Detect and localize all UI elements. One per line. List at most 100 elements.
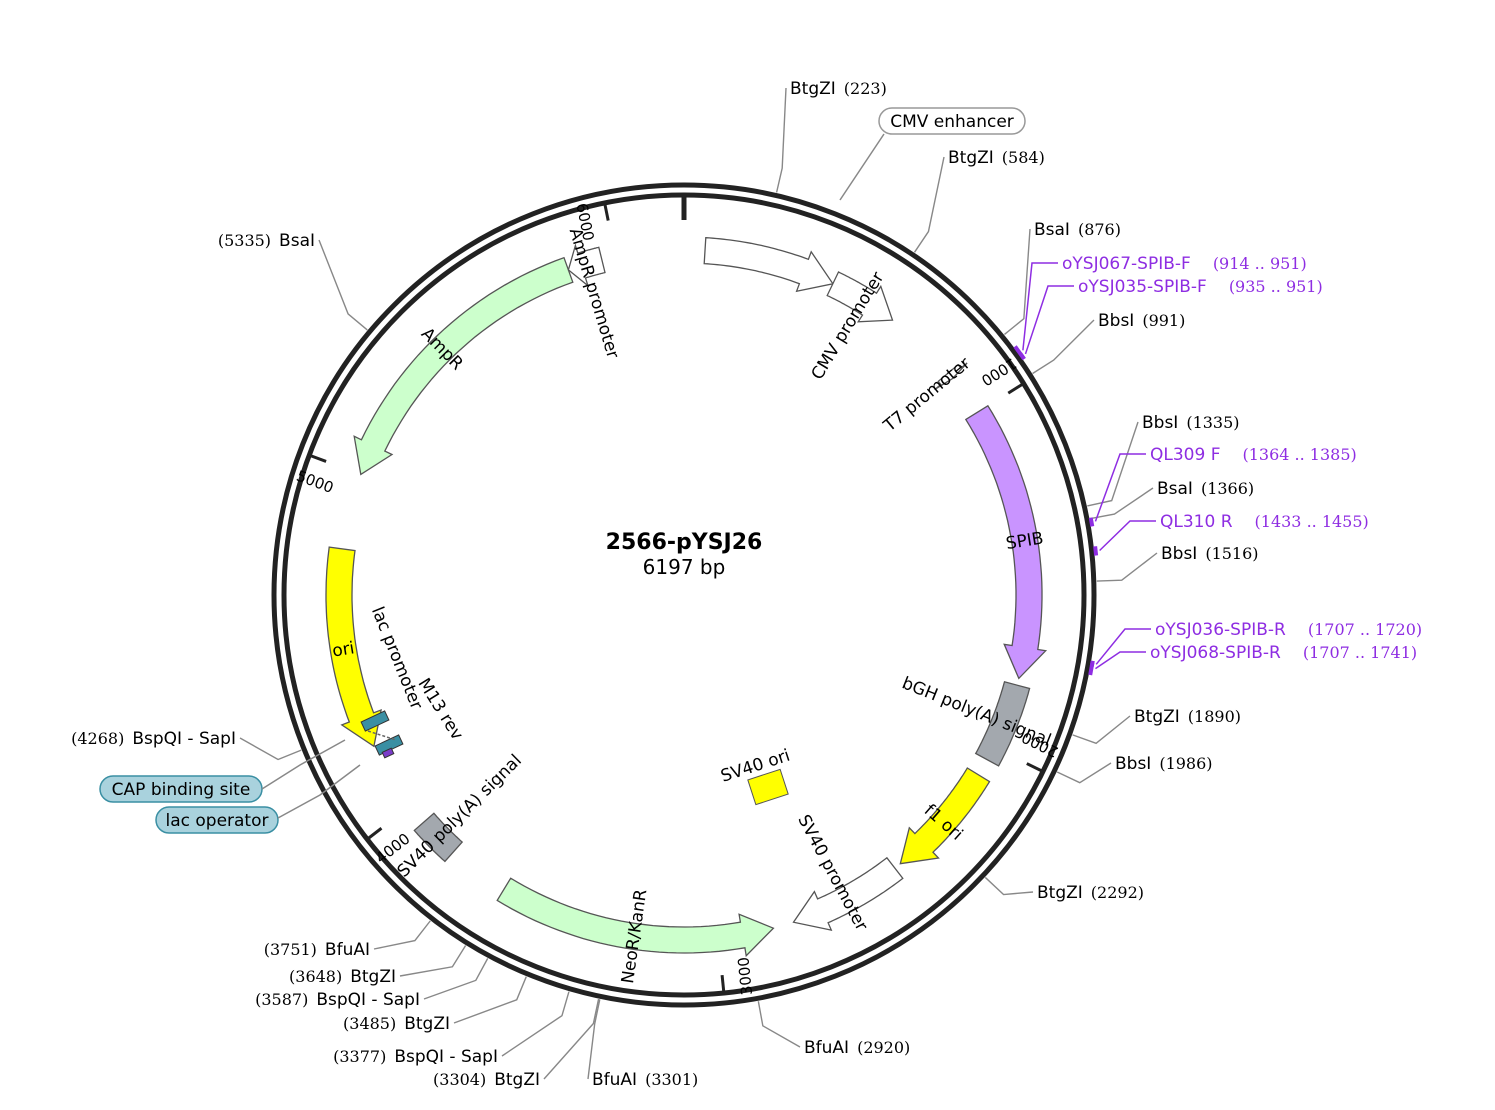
feature-ampr-promoter: AmpR promoter (565, 226, 623, 361)
site-name: BspQI - SapI (394, 1047, 498, 1067)
site-bfuai: (3751)BfuAI (264, 920, 431, 960)
lac-operator-leader (277, 764, 361, 819)
site-name: BtgZI (494, 1070, 540, 1090)
site-label: BtgZI(1890) (1134, 707, 1241, 727)
site-label: BfuAI(2920) (804, 1038, 910, 1058)
site-label: BtgZI(223) (790, 79, 887, 99)
site-label: BbsI (1335) (1142, 413, 1240, 433)
site-name: BfuAI (804, 1038, 849, 1058)
feature-label-bgh-poly-a-signal: bGH poly(A) signal (899, 673, 1054, 751)
primer-leader (1022, 262, 1058, 351)
cmv-enhancer-bubble (878, 107, 1026, 135)
site-leader (453, 976, 527, 1024)
site-label: BsaI(876) (1034, 220, 1121, 240)
feature-arrow-sv40-promoter (792, 856, 904, 931)
feature-label-ori: ori (331, 638, 356, 661)
feature-arrow-neor-kanr (496, 877, 775, 958)
feature-label-sv40-poly-a-signal: SV40 poly(A) signal (394, 751, 526, 882)
feature-arrow-bgh-poly-a-signal (974, 681, 1031, 767)
feature-label-ampr-promoter: AmpR promoter (565, 226, 623, 361)
site-label: BsaI (1366) (1157, 479, 1254, 499)
site-btgzi: BtgZI(2292) (984, 876, 1144, 903)
tick-mark (310, 454, 327, 463)
tick-mark (603, 204, 610, 221)
site-label: BtgZI (584) (948, 148, 1045, 168)
site-name: BbsI (1098, 311, 1134, 331)
site-leader (757, 1001, 801, 1048)
site-leader (239, 737, 302, 761)
primer-ql309-f: QL309 F(1364 .. 1385) (1088, 445, 1357, 527)
site-btgzi: BtgZI(223) (775, 79, 887, 193)
primer-sites: oYSJ067-SPIB-F(914 .. 951)oYSJ035-SPIB-F… (1013, 254, 1422, 676)
plasmid-name: 2566-pYSJ26 (606, 530, 763, 555)
site-position: (1335) (1186, 413, 1239, 432)
feature-arrow-ampr-promoter (567, 243, 606, 288)
site-name: BbsI (1142, 413, 1178, 433)
site-name: BtgZI (790, 79, 836, 99)
site-leader (318, 239, 368, 331)
site-leader (423, 958, 489, 1000)
tick-label: 3000 (734, 956, 756, 996)
site-position: (1366) (1201, 479, 1254, 498)
primer-range: (1707 .. 1720) (1308, 620, 1422, 639)
site-position: (3485) (343, 1014, 396, 1033)
feature-arrow-ori (325, 546, 382, 748)
feature-arrow-ampr (353, 256, 574, 476)
feature-spib: SPIB (964, 404, 1048, 680)
site-leader (1087, 421, 1139, 507)
site-leader (399, 945, 467, 977)
feature-bgh-poly-a-signal: bGH poly(A) signal (899, 673, 1054, 767)
site-name: BsaI (1157, 479, 1193, 499)
site-btgzi: (3485)BtgZI (343, 976, 527, 1034)
primer-ql310-r: QL310 R(1433 .. 1455) (1093, 512, 1369, 556)
cap-binding-text: CAP binding site (112, 780, 251, 800)
primer-label: oYSJ036-SPIB-R (1707 .. 1720) (1155, 620, 1422, 640)
operator-purple-mark (381, 747, 395, 759)
primer-name: oYSJ067-SPIB-F (1062, 254, 1191, 274)
cmv-enhancer-leader (839, 133, 885, 201)
site-leader (501, 991, 570, 1057)
feature-f1-ori: f1 ori (899, 767, 991, 865)
site-leader (1004, 228, 1031, 336)
feature-arrow-t7-promoter (934, 362, 968, 391)
site-bsai: BsaI (1366) (1089, 479, 1254, 520)
primer-name: oYSJ036-SPIB-R (1155, 620, 1286, 640)
site-label: (3485)BtgZI (343, 1014, 450, 1034)
site-bbsi: BbsI(991) (1032, 311, 1185, 375)
site-name: BfuAI (592, 1070, 637, 1090)
site-position: (1516) (1205, 544, 1258, 563)
site-position: (4268) (71, 729, 124, 748)
site-name: BtgZI (948, 148, 994, 168)
feature-arrow-f1-ori (899, 767, 991, 865)
tick-label: 5000 (294, 467, 336, 497)
lac-operator-callout: lac operator (155, 764, 361, 834)
m13-rev-label: M13 rev (414, 675, 467, 744)
backbone-outer-ring (271, 182, 1097, 1008)
site-leader (1056, 762, 1112, 784)
primer-range: (914 .. 951) (1213, 254, 1307, 273)
site-label: (3377)BspQI - SapI (333, 1047, 498, 1067)
site-leader (1089, 487, 1154, 520)
primer-mark (1093, 546, 1099, 556)
site-name: BbsI (1161, 544, 1197, 564)
primer-label: oYSJ067-SPIB-F (914 .. 951) (1062, 254, 1307, 274)
feature-arrow-cmv-enhancer (703, 237, 834, 293)
tick-mark (720, 974, 726, 992)
site-bbsi: BbsI (1335) (1087, 413, 1240, 507)
primer-range: (1364 .. 1385) (1242, 445, 1356, 464)
site-leader (913, 156, 945, 253)
site-leader (373, 920, 431, 950)
site-name: BtgZI (1037, 883, 1083, 903)
primer-label: QL309 F(1364 .. 1385) (1150, 445, 1357, 465)
primer-range: (1433 .. 1455) (1255, 512, 1369, 531)
feature-ori: ori (325, 546, 382, 748)
site-label: BbsI(1986) (1115, 754, 1213, 774)
site-position: (3587) (255, 990, 308, 1009)
primer-leader (1094, 453, 1146, 522)
site-label: (3304)BtgZI (433, 1070, 540, 1090)
lac-operator-text: lac operator (165, 811, 268, 831)
primer-name: oYSJ068-SPIB-R (1150, 643, 1281, 663)
site-position: (584) (1002, 148, 1045, 167)
site-label: BbsI(991) (1098, 311, 1185, 331)
